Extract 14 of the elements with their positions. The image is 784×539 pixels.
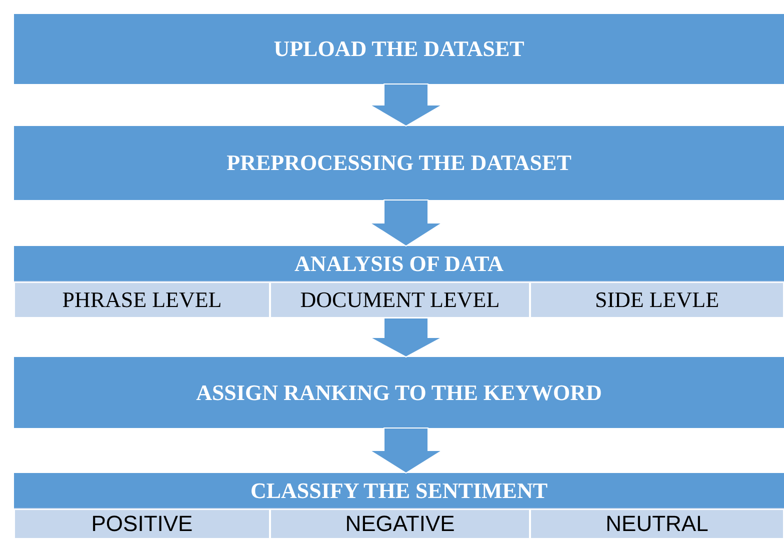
table-cell: NEGATIVE — [270, 509, 530, 539]
table-cell: PHRASE LEVEL — [14, 282, 270, 318]
table-cell: SIDE LEVLE — [530, 282, 784, 318]
header-band: ANALYSIS OF DATA — [14, 246, 784, 281]
table-cell: DOCUMENT LEVEL — [270, 282, 530, 318]
table-panel — [14, 473, 784, 539]
table-panel — [14, 246, 784, 318]
table-cell: POSITIVE — [14, 509, 270, 539]
block-arrow — [370, 318, 442, 358]
process-box: UPLOAD THE DATASET — [14, 14, 784, 84]
table-cell: NEUTRAL — [530, 509, 784, 539]
header-band: CLASSIFY THE SENTIMENT — [14, 473, 784, 508]
process-box: ASSIGN RANKING TO THE KEYWORD — [14, 357, 784, 428]
process-box: PREPROCESSING THE DATASET — [14, 126, 784, 200]
